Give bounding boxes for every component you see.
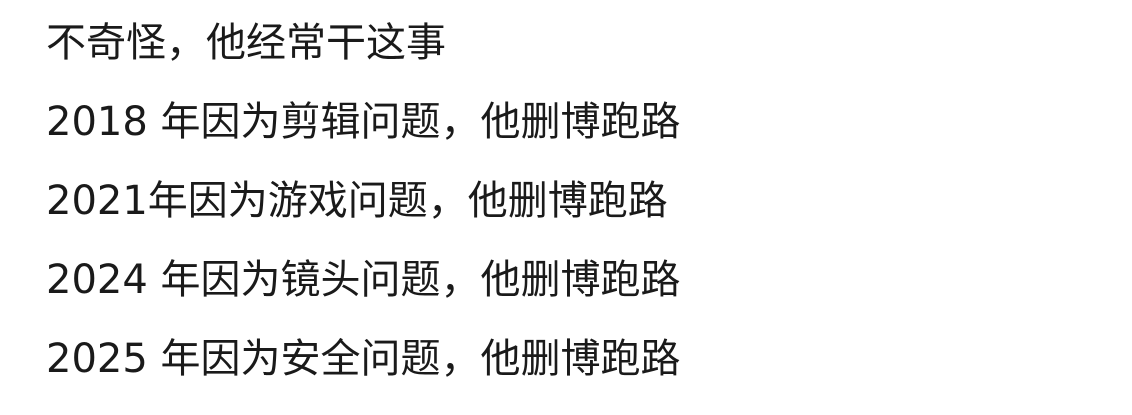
text-line-intro: 不奇怪，他经常干这事 bbox=[46, 20, 446, 66]
post-text: 不奇怪，他经常干这事 2018 年因为剪辑问题，他删博跑路 2021年因为游戏问… bbox=[46, 18, 1106, 413]
text-line-2021: 2021年因为游戏问题，他删博跑路 bbox=[46, 178, 668, 224]
text-line-2024: 2024 年因为镜头问题，他删博跑路 bbox=[46, 257, 681, 303]
text-line-2025: 2025 年因为安全问题，他删博跑路 bbox=[46, 336, 681, 382]
text-line-2018: 2018 年因为剪辑问题，他删博跑路 bbox=[46, 99, 681, 145]
